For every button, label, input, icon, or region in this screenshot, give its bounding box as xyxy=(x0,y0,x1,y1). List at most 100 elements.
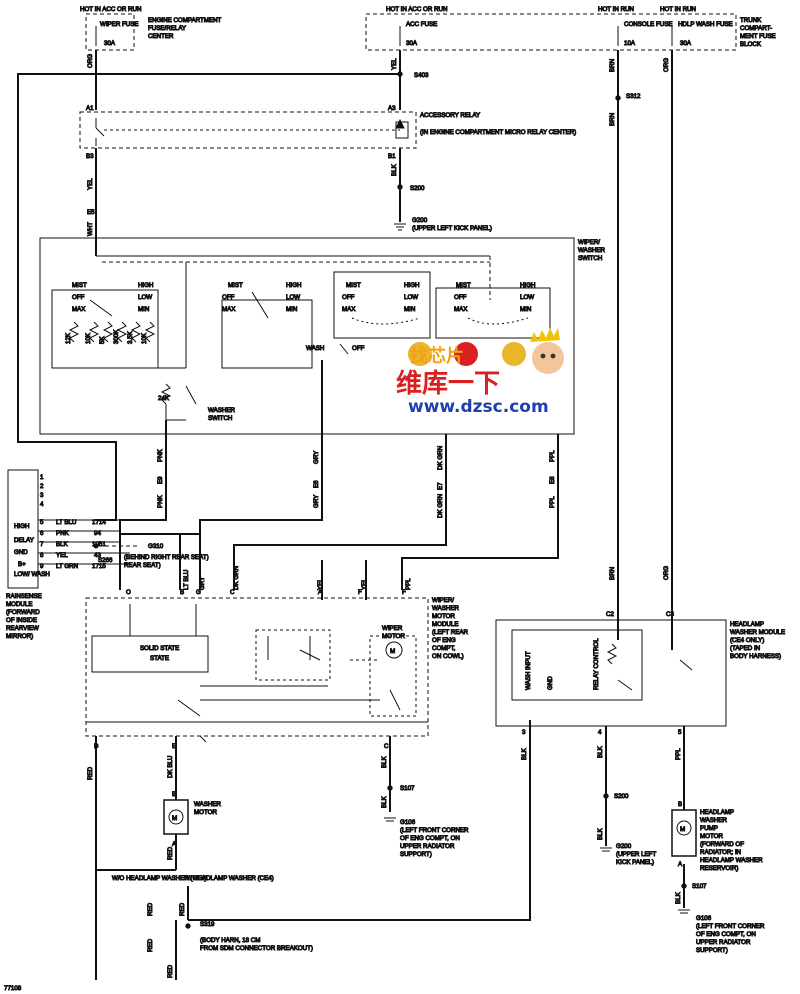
svg-text:30A: 30A xyxy=(104,40,116,47)
svg-text:WASH INPUT: WASH INPUT xyxy=(525,651,532,690)
svg-text:SUPPORT): SUPPORT) xyxy=(400,851,432,858)
svg-text:LOW/ WASH: LOW/ WASH xyxy=(14,571,50,578)
svg-text:B: B xyxy=(172,791,176,798)
svg-text:M: M xyxy=(390,648,395,655)
svg-text:MIST: MIST xyxy=(456,282,471,289)
svg-text:9: 9 xyxy=(40,563,44,570)
svg-text:E: E xyxy=(172,743,176,750)
svg-text:PNK: PNK xyxy=(157,448,164,462)
svg-text:C3: C3 xyxy=(666,611,674,618)
svg-text:BLK: BLK xyxy=(521,747,528,760)
svg-text:RED: RED xyxy=(87,766,94,780)
svg-text:30A: 30A xyxy=(406,40,418,47)
svg-text:HOT IN ACC OR RUN: HOT IN ACC OR RUN xyxy=(386,6,447,13)
svg-text:HOT IN RUN: HOT IN RUN xyxy=(598,6,634,13)
svg-text:G: G xyxy=(196,589,201,596)
svg-text:COMPT,: COMPT, xyxy=(432,645,456,652)
svg-text:G310: G310 xyxy=(148,543,164,550)
svg-text:MOTOR: MOTOR xyxy=(382,633,405,640)
svg-text:B1: B1 xyxy=(388,153,396,160)
svg-text:BODY HARNESS): BODY HARNESS) xyxy=(730,653,781,660)
svg-text:GND: GND xyxy=(14,549,28,556)
svg-text:MIN: MIN xyxy=(520,306,531,313)
svg-text:5: 5 xyxy=(678,729,682,736)
svg-text:YEL: YEL xyxy=(317,578,324,590)
svg-text:WIPER/: WIPER/ xyxy=(578,239,600,246)
wiper-fuse-label: WIPER FUSE xyxy=(100,21,139,28)
svg-text:(TAPED IN: (TAPED IN xyxy=(730,645,760,652)
svg-text:DELAY: DELAY xyxy=(14,537,34,544)
svg-text:B: B xyxy=(678,801,682,808)
svg-text:(IN ENGINE COMPARTMENT MICRO R: (IN ENGINE COMPARTMENT MICRO RELAY CENTE… xyxy=(420,129,576,136)
svg-text:www.dzsc.com: www.dzsc.com xyxy=(408,397,549,417)
svg-text:WASH: WASH xyxy=(306,345,324,352)
svg-text:LT BLU: LT BLU xyxy=(56,519,76,526)
svg-text:A3: A3 xyxy=(388,105,396,112)
svg-text:BRN: BRN xyxy=(609,567,616,580)
svg-text:WIPER: WIPER xyxy=(382,625,403,632)
svg-text:KICK PANEL): KICK PANEL) xyxy=(616,859,654,866)
svg-text:DK GRN: DK GRN xyxy=(437,494,444,518)
svg-text:MAX: MAX xyxy=(454,306,467,313)
svg-text:(LEFT REAR: (LEFT REAR xyxy=(432,629,469,636)
svg-text:MIST: MIST xyxy=(228,282,243,289)
svg-text:WASHER: WASHER xyxy=(700,817,727,824)
svg-text:10K: 10K xyxy=(85,332,92,344)
svg-text:A1: A1 xyxy=(86,105,94,112)
wiper-motor-module: WIPER/ WASHER MOTOR MODULE (LEFT REAR OF… xyxy=(85,597,469,743)
svg-text:SOLID STATE: SOLID STATE xyxy=(140,645,179,652)
svg-text:PPL: PPL xyxy=(549,450,556,462)
svg-text:HIGH: HIGH xyxy=(520,282,535,289)
svg-text:77108: 77108 xyxy=(4,985,22,992)
svg-text:S319: S319 xyxy=(200,921,215,928)
svg-text:OF INSIDE: OF INSIDE xyxy=(6,617,37,624)
svg-text:LOW: LOW xyxy=(404,294,418,301)
svg-text:WHT: WHT xyxy=(87,222,94,236)
engine-fuse-block: HOT IN ACC OR RUN WIPER FUSE 30A ENGINE … xyxy=(80,6,222,51)
svg-text:GRY: GRY xyxy=(199,577,206,590)
svg-text:(CE4 ONLY): (CE4 ONLY) xyxy=(730,637,764,644)
svg-text:COMPART-: COMPART- xyxy=(740,25,772,32)
svg-text:ACC FUSE: ACC FUSE xyxy=(406,21,437,28)
svg-text:PNK: PNK xyxy=(56,530,70,537)
svg-text:RADIATOR; IN: RADIATOR; IN xyxy=(700,849,741,856)
svg-text:BLOCK: BLOCK xyxy=(740,41,762,48)
svg-text:ENGINE COMPARTMENT: ENGINE COMPARTMENT xyxy=(148,17,222,24)
svg-text:S107: S107 xyxy=(400,785,415,792)
svg-text:8: 8 xyxy=(40,552,44,559)
svg-text:M: M xyxy=(680,826,685,833)
svg-text:(FORWARD OF: (FORWARD OF xyxy=(700,841,744,848)
svg-text:MIN: MIN xyxy=(404,306,415,313)
svg-text:MAX: MAX xyxy=(342,306,355,313)
svg-text:(UPPER LEFT KICK PANEL): (UPPER LEFT KICK PANEL) xyxy=(412,225,492,232)
svg-text:RED: RED xyxy=(147,902,154,916)
svg-text:BLK: BLK xyxy=(56,541,69,548)
svg-text:HIGH: HIGH xyxy=(138,282,153,289)
svg-text:MIST: MIST xyxy=(346,282,361,289)
headlamp-pump-motor: M HEADLAMP WASHER PUMP MOTOR (FORWARD OF… xyxy=(671,801,764,873)
svg-text:BLK: BLK xyxy=(597,745,604,758)
svg-text:STATE: STATE xyxy=(150,655,169,662)
svg-text:ACCESSORY RELAY: ACCESSORY RELAY xyxy=(420,112,480,119)
svg-text:WASHER: WASHER xyxy=(208,407,235,414)
svg-text:YEL: YEL xyxy=(56,552,68,559)
svg-text:HIGH: HIGH xyxy=(404,282,419,289)
svg-text:CENTER: CENTER xyxy=(148,33,174,40)
svg-text:RED: RED xyxy=(179,902,186,916)
motor-module-pins: O B G C A F F D E C LT BLU GRY DK GRN YE… xyxy=(94,565,413,750)
svg-text:PUMP: PUMP xyxy=(700,825,718,832)
svg-text:C: C xyxy=(230,589,235,596)
svg-text:(FORWARD: (FORWARD xyxy=(6,609,40,616)
svg-text:REARVIEW: REARVIEW xyxy=(6,625,39,632)
svg-text:LOW: LOW xyxy=(138,294,152,301)
svg-text:94: 94 xyxy=(94,530,101,537)
svg-text:12K: 12K xyxy=(65,332,72,344)
svg-text:OFF: OFF xyxy=(342,294,355,301)
svg-text:FUSE/RELAY: FUSE/RELAY xyxy=(148,25,186,32)
svg-text:维库一下: 维库一下 xyxy=(396,368,500,399)
svg-text:G106: G106 xyxy=(400,819,416,826)
svg-text:RELAY CONTROL: RELAY CONTROL xyxy=(593,638,600,690)
headlamp-washer-module: HEADLAMP WASHER MODULE (CE4 ONLY) (TAPED… xyxy=(495,590,786,737)
svg-text:GRY: GRY xyxy=(313,451,320,464)
svg-text:SWITCH: SWITCH xyxy=(578,255,602,262)
